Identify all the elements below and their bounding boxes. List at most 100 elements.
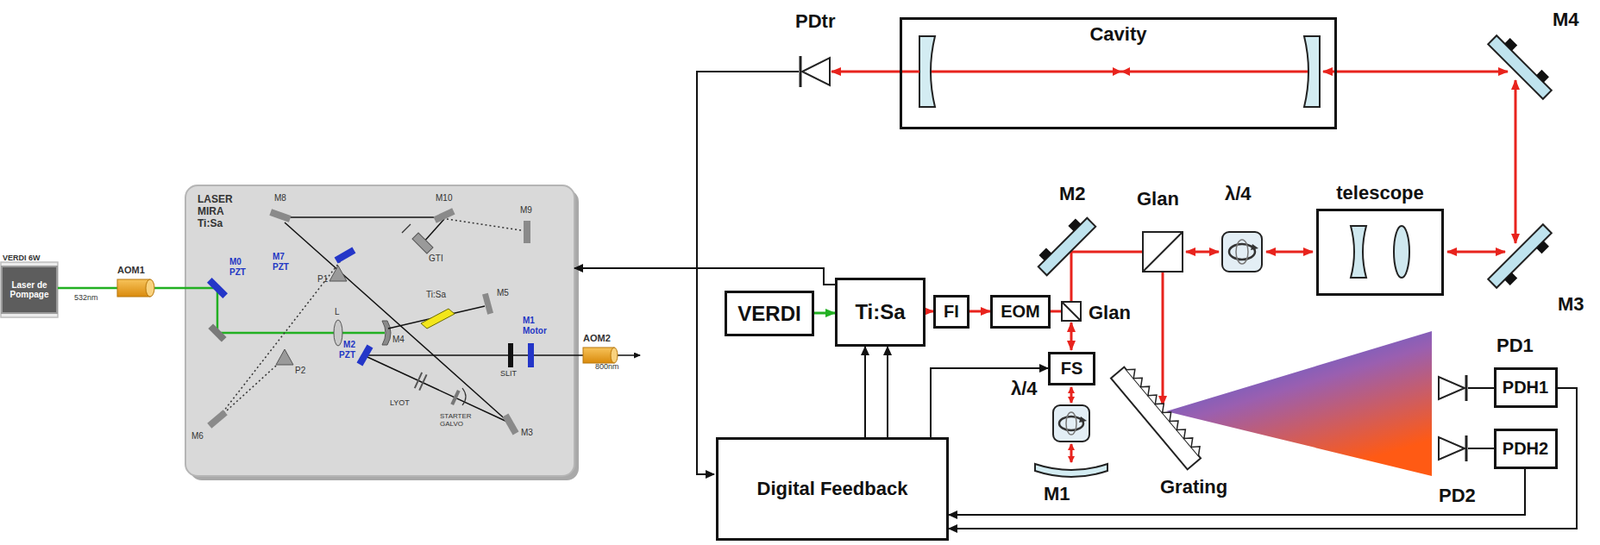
curved-mirror	[1035, 464, 1108, 477]
box-label: PDH1	[1502, 377, 1549, 398]
gti-element	[401, 224, 411, 233]
laser-beam	[1070, 444, 1073, 463]
part-name: M8	[274, 193, 287, 204]
box-label: EOM	[1000, 301, 1041, 322]
box-label: LASER MIRA Ti:Sa	[197, 194, 243, 230]
laser-beam	[1070, 387, 1073, 403]
part-name: λ/4	[1224, 182, 1252, 205]
pump-laser-frame	[0, 262, 58, 318]
mirror-mount	[1504, 37, 1518, 51]
pzt-mirror	[207, 277, 228, 299]
part-name: GTI	[428, 253, 444, 264]
curved-mirror	[1035, 464, 1108, 477]
gti-element	[401, 224, 433, 254]
laser-beam	[1323, 70, 1508, 74]
photodiode	[1438, 437, 1465, 460]
cavity-beam-line	[280, 216, 445, 219]
mirror-mount	[1038, 247, 1052, 261]
mirror	[432, 207, 455, 223]
quarter-wave-plate	[1250, 244, 1259, 251]
part-name: SLIT	[500, 369, 517, 378]
part-name: M5	[496, 288, 509, 299]
laser-beam	[1447, 250, 1506, 254]
curved-mirror	[382, 320, 391, 346]
fold-mirror	[207, 323, 226, 342]
laser-beam	[1185, 250, 1219, 254]
connector	[925, 310, 934, 314]
lyot-filter	[419, 374, 427, 390]
part-name: PD2	[1438, 484, 1476, 507]
box-label: VERDI	[737, 301, 801, 327]
box-label: Laser de Pompage	[6, 280, 53, 301]
cavity-beam-line	[388, 306, 485, 329]
demodulator-box: PDH2	[1493, 428, 1558, 470]
wavelength-label: 532nm	[74, 293, 99, 302]
lens	[333, 320, 343, 346]
laser-housing-panel: LASER MIRA Ti:Sa	[185, 185, 575, 477]
mirror	[207, 207, 531, 435]
diffraction-grating	[1110, 363, 1206, 471]
part-name: M6	[191, 431, 204, 442]
part-name: Glan	[1136, 188, 1180, 210]
wavelength-label: 800nm	[595, 362, 620, 371]
lyot-filter	[414, 372, 427, 391]
signal-wire	[696, 71, 799, 475]
laser-beam	[1266, 250, 1313, 254]
tisa-crystal	[420, 308, 455, 329]
mirror-mount	[1536, 240, 1550, 254]
part-name: M1	[1043, 483, 1071, 505]
connector	[864, 346, 866, 438]
laser-beam	[1161, 272, 1165, 406]
part-name: M2	[1059, 182, 1086, 205]
prism	[276, 349, 294, 365]
telescope-lenses	[1350, 225, 1367, 278]
mirror	[523, 220, 531, 244]
part-name: M2 PZT	[329, 339, 356, 360]
box-label: Digital Feedback	[757, 477, 909, 500]
part-name: λ/4	[1010, 377, 1038, 400]
dotted-beam-line	[217, 255, 346, 420]
prism	[329, 265, 347, 282]
aom-cylinder	[583, 347, 618, 364]
pump-laser-box: VERDI	[724, 290, 815, 337]
dispersed-spectrum	[1166, 331, 1432, 477]
part-name: M0 PZT	[229, 257, 256, 277]
part-name: Ti:Sa	[426, 289, 446, 301]
part-name: PDtr	[795, 10, 835, 32]
cavity-beam-line	[284, 222, 509, 423]
gti-element	[412, 232, 433, 254]
laser-beam	[1070, 251, 1073, 302]
laser-box: Ti:Sa	[834, 277, 926, 347]
quarter-wave-plate	[1079, 416, 1087, 423]
mirror-mount	[1504, 272, 1518, 286]
laser-beam	[1070, 322, 1073, 351]
lens	[333, 320, 343, 346]
pzt-mirror	[334, 247, 357, 264]
part-name: M10	[435, 193, 452, 204]
connector	[930, 368, 1048, 438]
heading-text: VERDI 6W	[2, 253, 41, 263]
photodiode	[799, 56, 803, 88]
photodiode	[1438, 375, 1467, 462]
isolator-box: FI	[933, 294, 970, 329]
part-name: M3	[1557, 293, 1585, 315]
part-name: M9	[520, 205, 533, 216]
signal-wire	[1468, 447, 1495, 450]
laser-beam	[831, 70, 920, 74]
controller-box: Digital Feedback	[715, 437, 949, 541]
box-label: FI	[943, 301, 960, 322]
connector	[948, 469, 1525, 515]
photodiode	[802, 57, 830, 86]
quarter-wave-plate	[1236, 239, 1249, 264]
cavity-box: Cavity	[899, 17, 1337, 130]
laser-beam	[1071, 250, 1143, 254]
photodiode	[800, 56, 830, 88]
starter-galvo	[462, 388, 466, 406]
aom-cylinder	[610, 347, 618, 364]
pzt-mirror	[357, 345, 374, 367]
motor-mirror	[527, 343, 534, 368]
connector	[886, 346, 889, 438]
part-name: LYOT	[389, 398, 410, 408]
laser-beam	[1050, 310, 1062, 314]
pzt-mirror	[207, 277, 228, 299]
